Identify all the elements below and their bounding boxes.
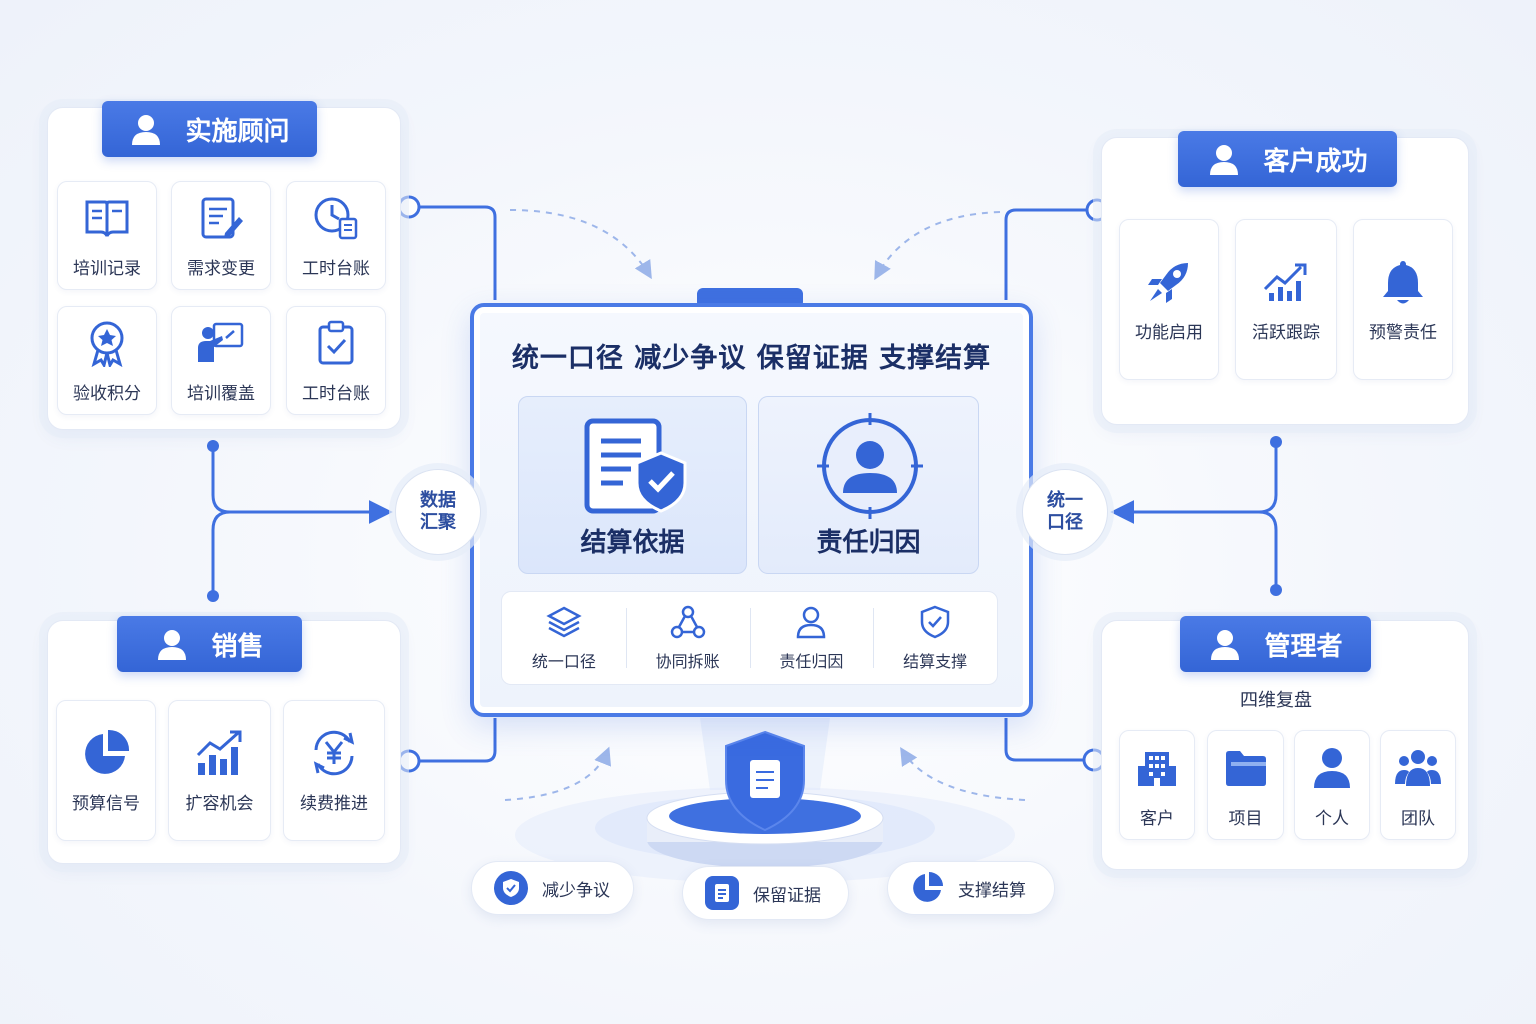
tile-project[interactable]: 项目 [1207, 730, 1284, 840]
book-icon [81, 192, 133, 244]
pill-label: 保留证据 [753, 885, 821, 906]
mini-label: 结算支撑 [903, 652, 968, 671]
folder-icon [1220, 742, 1272, 794]
tile-label: 团队 [1401, 808, 1435, 829]
tile-feature-enable[interactable]: 功能启用 [1119, 219, 1219, 380]
pill-label: 减少争议 [542, 880, 610, 901]
tile-label: 工时台账 [302, 259, 370, 279]
mini-collab-split[interactable]: 协同拆账 [625, 592, 750, 684]
manager-header: 管理者 [1180, 616, 1371, 672]
person-icon [1306, 742, 1358, 794]
tile-label: 预算信号 [72, 794, 140, 814]
manager-subtitle: 四维复盘 [1240, 690, 1312, 711]
customer-success-title: 客户成功 [1263, 146, 1368, 177]
target-person-icon [815, 411, 925, 525]
tile-label: 验收积分 [73, 384, 141, 404]
pill-support-settlement[interactable]: 支撑结算 [887, 861, 1055, 915]
person-icon [155, 627, 189, 661]
card-settlement-basis[interactable]: 结算依据 [518, 396, 747, 574]
node-line-1: 数据 [420, 490, 456, 511]
mini-responsibility[interactable]: 责任归因 [749, 592, 874, 684]
node-line-2: 汇聚 [420, 512, 456, 533]
tile-alert-responsibility[interactable]: 预警责任 [1353, 219, 1453, 380]
card-label: 责任归因 [816, 528, 921, 558]
consultant-title: 实施顾问 [185, 116, 290, 147]
tile-label: 预警责任 [1369, 323, 1437, 343]
node-line-2: 口径 [1047, 512, 1083, 533]
mini-unified-caliber[interactable]: 统一口径 [502, 592, 626, 684]
pill-label: 支撑结算 [958, 880, 1026, 901]
clock-doc-icon [310, 192, 362, 244]
main-title: 统一口径 减少争议 保留证据 支撑结算 [511, 343, 992, 374]
award-icon [81, 317, 133, 369]
card-responsibility-attribution[interactable]: 责任归因 [758, 396, 979, 574]
person-icon [1207, 142, 1241, 176]
tile-budget-signal[interactable]: 预算信号 [56, 700, 156, 841]
rocket-icon [1143, 256, 1195, 308]
tile-label: 个人 [1315, 808, 1349, 829]
tile-renewal-push[interactable]: 续费推进 [283, 700, 385, 841]
center-mini-row: 统一口径 协同拆账 责任归因 结算支撑 [501, 591, 998, 685]
mini-label: 协同拆账 [655, 652, 720, 671]
sales-header: 销售 [117, 616, 302, 672]
data-aggregation-node: 数据汇聚 [395, 469, 481, 555]
sales-title: 销售 [211, 631, 264, 662]
pill-retain-evidence[interactable]: 保留证据 [682, 866, 849, 920]
tile-label: 项目 [1228, 808, 1263, 829]
document-icon [705, 876, 739, 910]
mini-label: 统一口径 [531, 652, 596, 671]
unified-caliber-node: 统一口径 [1022, 469, 1108, 555]
tile-team[interactable]: 团队 [1380, 730, 1456, 840]
tile-label: 功能启用 [1135, 323, 1203, 343]
card-label: 结算依据 [580, 528, 685, 558]
tile-hours-ledger-2[interactable]: 工时台账 [286, 306, 386, 415]
tile-expansion-opportunity[interactable]: 扩容机会 [168, 700, 271, 841]
node-line-1: 统一 [1047, 490, 1083, 511]
network-icon [670, 604, 706, 640]
tile-label: 需求变更 [187, 259, 255, 279]
layers-icon [546, 604, 582, 640]
pie-icon [80, 727, 132, 779]
manager-title: 管理者 [1264, 631, 1343, 662]
user-outline-icon [793, 604, 829, 640]
tile-acceptance-points[interactable]: 验收积分 [57, 306, 157, 415]
person-icon [129, 112, 163, 146]
consultant-header: 实施顾问 [102, 101, 317, 157]
clipboard-check-icon [310, 317, 362, 369]
tile-label: 培训覆盖 [187, 384, 255, 404]
shield-check-icon [917, 604, 953, 640]
pill-reduce-disputes[interactable]: 减少争议 [471, 861, 634, 915]
yen-cycle-icon [308, 727, 360, 779]
tile-hours-ledger[interactable]: 工时台账 [286, 181, 386, 290]
bar-growth-icon [194, 727, 246, 779]
tile-activity-tracking[interactable]: 活跃跟踪 [1235, 219, 1337, 380]
tile-label: 客户 [1140, 808, 1174, 829]
tile-label: 培训记录 [73, 259, 141, 279]
tile-individual[interactable]: 个人 [1294, 730, 1370, 840]
shield-check-icon [494, 871, 528, 905]
mini-settlement-support[interactable]: 结算支撑 [873, 592, 997, 684]
tile-training-coverage[interactable]: 培训覆盖 [171, 306, 271, 415]
document-shield-icon [583, 417, 693, 521]
trainer-icon [195, 317, 247, 369]
team-icon [1392, 742, 1444, 794]
tile-label: 活跃跟踪 [1252, 323, 1320, 343]
edit-doc-icon [195, 192, 247, 244]
pie-icon [910, 871, 944, 905]
tile-label: 续费推进 [300, 794, 368, 814]
tile-customer[interactable]: 客户 [1119, 730, 1195, 840]
mini-label: 责任归因 [779, 652, 844, 671]
person-icon [1208, 627, 1242, 661]
building-icon [1131, 742, 1183, 794]
bell-icon [1377, 256, 1429, 308]
customer-success-header: 客户成功 [1178, 131, 1397, 187]
tile-label: 工时台账 [302, 384, 370, 404]
tile-requirement-change[interactable]: 需求变更 [171, 181, 271, 290]
tile-training-records[interactable]: 培训记录 [57, 181, 157, 290]
trend-chart-icon [1260, 256, 1312, 308]
tile-label: 扩容机会 [185, 794, 254, 814]
